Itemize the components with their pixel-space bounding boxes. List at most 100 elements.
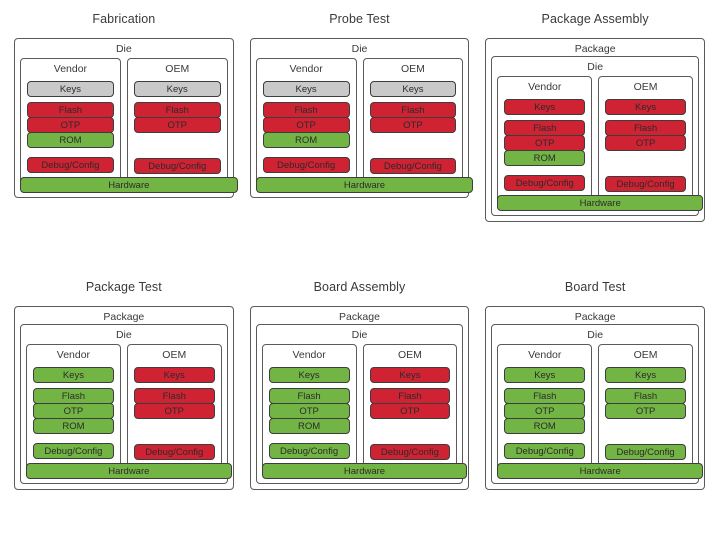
block-keys: Keys — [369, 81, 457, 97]
block-otp: OTP — [605, 402, 687, 419]
die-label: Die — [115, 329, 132, 341]
block-flash: Flash — [262, 102, 350, 118]
column-label: Vendor — [528, 81, 562, 93]
block-debug-config: Debug/Config — [268, 442, 350, 459]
block-debug-config: Debug/Config — [605, 443, 687, 460]
die-label: Die — [351, 43, 368, 55]
block-flash: Flash — [605, 388, 687, 404]
column-label: Vendor — [528, 349, 562, 361]
debug-config-wrap: Debug/Config — [27, 156, 114, 173]
block-keys: Keys — [268, 367, 350, 383]
block-flash: Flash — [133, 102, 221, 118]
block-placeholder-rom — [134, 419, 215, 435]
panel-title: Package Test — [85, 280, 162, 294]
debug-config-wrap: Debug/Config — [133, 157, 221, 174]
block-placeholder-rom — [370, 419, 451, 435]
hardware-bar: Hardware — [20, 176, 238, 193]
debug-config-wrap: Debug/Config — [33, 442, 114, 459]
die-label: Die — [587, 61, 604, 73]
package-label: Package — [103, 311, 145, 323]
block-otp: OTP — [262, 116, 350, 133]
package-label: Package — [574, 311, 616, 323]
column-label: OEM — [165, 63, 190, 75]
panel-title: Board Test — [564, 280, 626, 294]
block-flash: Flash — [369, 102, 457, 118]
block-keys: Keys — [605, 99, 687, 115]
hardware-bar: Hardware — [497, 462, 703, 479]
hardware-bar: Hardware — [255, 176, 474, 193]
panel-title: Board Assembly — [313, 280, 406, 294]
block-rom: ROM — [504, 149, 586, 166]
block-rom: ROM — [268, 417, 350, 434]
block-flash: Flash — [504, 120, 586, 136]
block-otp: OTP — [33, 402, 114, 419]
panel-title: Package Assembly — [541, 12, 649, 26]
block-debug-config: Debug/Config — [133, 157, 221, 174]
block-otp: OTP — [504, 402, 586, 419]
block-rom: ROM — [33, 417, 114, 434]
block-flash: Flash — [133, 388, 215, 404]
column-label: OEM — [162, 349, 187, 361]
column-label: OEM — [633, 349, 658, 361]
debug-config-wrap: Debug/Config — [262, 156, 350, 173]
debug-config-wrap: Debug/Config — [504, 174, 586, 191]
block-otp: OTP — [133, 116, 221, 133]
column-label: OEM — [633, 81, 658, 93]
block-keys: Keys — [262, 81, 350, 97]
column-label: OEM — [400, 63, 425, 75]
block-rom: ROM — [27, 131, 114, 148]
column-label: Vendor — [292, 349, 326, 361]
panel-title: Fabrication — [92, 12, 156, 26]
block-keys: Keys — [504, 99, 586, 115]
block-otp: OTP — [369, 116, 457, 133]
block-keys: Keys — [33, 367, 114, 383]
block-flash: Flash — [268, 388, 350, 404]
block-rom: ROM — [262, 131, 350, 148]
block-keys: Keys — [133, 81, 221, 97]
block-debug-config: Debug/Config — [133, 443, 215, 460]
debug-config-wrap: Debug/Config — [369, 157, 457, 174]
column-label: Vendor — [289, 63, 323, 75]
block-debug-config: Debug/Config — [605, 175, 687, 192]
hardware-bar: Hardware — [497, 194, 703, 211]
block-flash: Flash — [605, 120, 687, 136]
block-flash: Flash — [504, 388, 586, 404]
block-keys: Keys — [369, 367, 451, 383]
die-label: Die — [351, 329, 368, 341]
debug-config-wrap: Debug/Config — [504, 442, 586, 459]
block-rom: ROM — [504, 417, 586, 434]
block-flash: Flash — [27, 102, 114, 118]
block-otp: OTP — [605, 134, 687, 151]
block-debug-config: Debug/Config — [504, 442, 586, 459]
panel-title: Probe Test — [329, 12, 390, 26]
